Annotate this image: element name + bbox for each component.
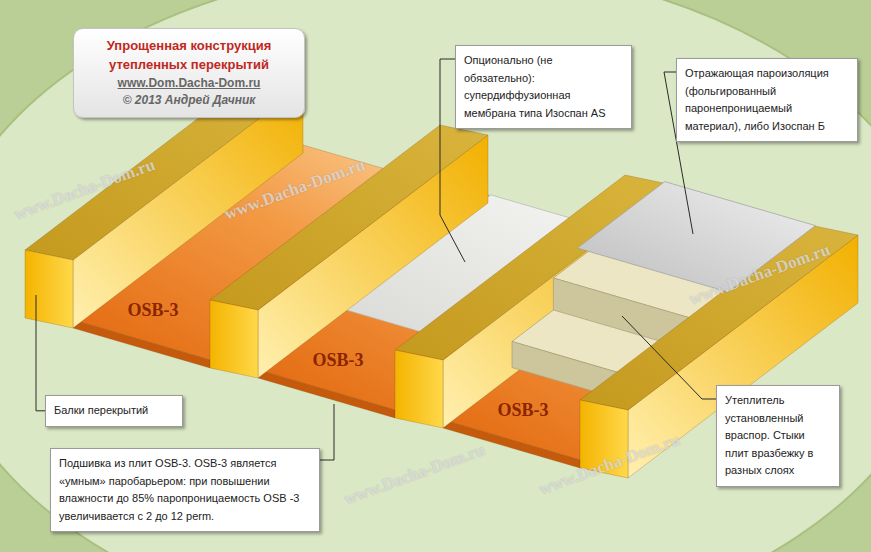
beam-top bbox=[210, 125, 488, 310]
panel-label: OSB-3 bbox=[127, 300, 178, 321]
watermark: www.Dacha-Dom.ru bbox=[537, 430, 683, 500]
callout-text: © 2013 Андрей Дачник bbox=[82, 92, 296, 109]
callout-box: Балки перекрытий bbox=[45, 395, 183, 427]
callout-text: Упрощенная конструкция утепленных перекр… bbox=[82, 37, 296, 75]
callout-text: Опционально (не обязательно): супердиффу… bbox=[464, 52, 623, 122]
callout-box: Утеплитель установленный враспор. Стыки … bbox=[716, 385, 840, 487]
callout-text: Утеплитель установленный враспор. Стыки … bbox=[725, 392, 831, 480]
leader-line bbox=[622, 316, 716, 399]
osb-panel-edge bbox=[73, 320, 210, 368]
callout-box: Подшивка из плит OSB-3. OSB-3 является «… bbox=[50, 448, 320, 532]
title-box: Упрощенная конструкция утепленных перекр… bbox=[73, 28, 305, 118]
beam-end bbox=[210, 300, 258, 378]
leader-line bbox=[36, 295, 45, 411]
beam-end bbox=[25, 250, 73, 328]
watermark: www.Dacha-Dom.ru bbox=[342, 440, 488, 510]
watermark: www.Dacha-Dom.ru bbox=[12, 155, 158, 225]
watermark: www.Dacha-Dom.ru bbox=[687, 240, 833, 310]
panel-label: OSB-3 bbox=[312, 350, 363, 371]
callout-text: Отражающая пароизоляция (фольгированный … bbox=[685, 65, 849, 135]
panel-label: OSB-3 bbox=[497, 400, 548, 421]
callout-text: www.Dom.Dacha-Dom.ru bbox=[82, 75, 296, 92]
callout-box: Отражающая пароизоляция (фольгированный … bbox=[676, 58, 858, 142]
watermark: www.Dacha-Dom.ru bbox=[222, 155, 368, 225]
callout-box: Опционально (не обязательно): супердиффу… bbox=[455, 45, 632, 129]
osb-panel-edge bbox=[258, 370, 395, 418]
callout-text: Подшивка из плит OSB-3. OSB-3 является «… bbox=[59, 455, 311, 525]
leader-line bbox=[320, 404, 334, 460]
callout-text: Балки перекрытий bbox=[54, 402, 174, 420]
beam-end bbox=[395, 350, 443, 428]
